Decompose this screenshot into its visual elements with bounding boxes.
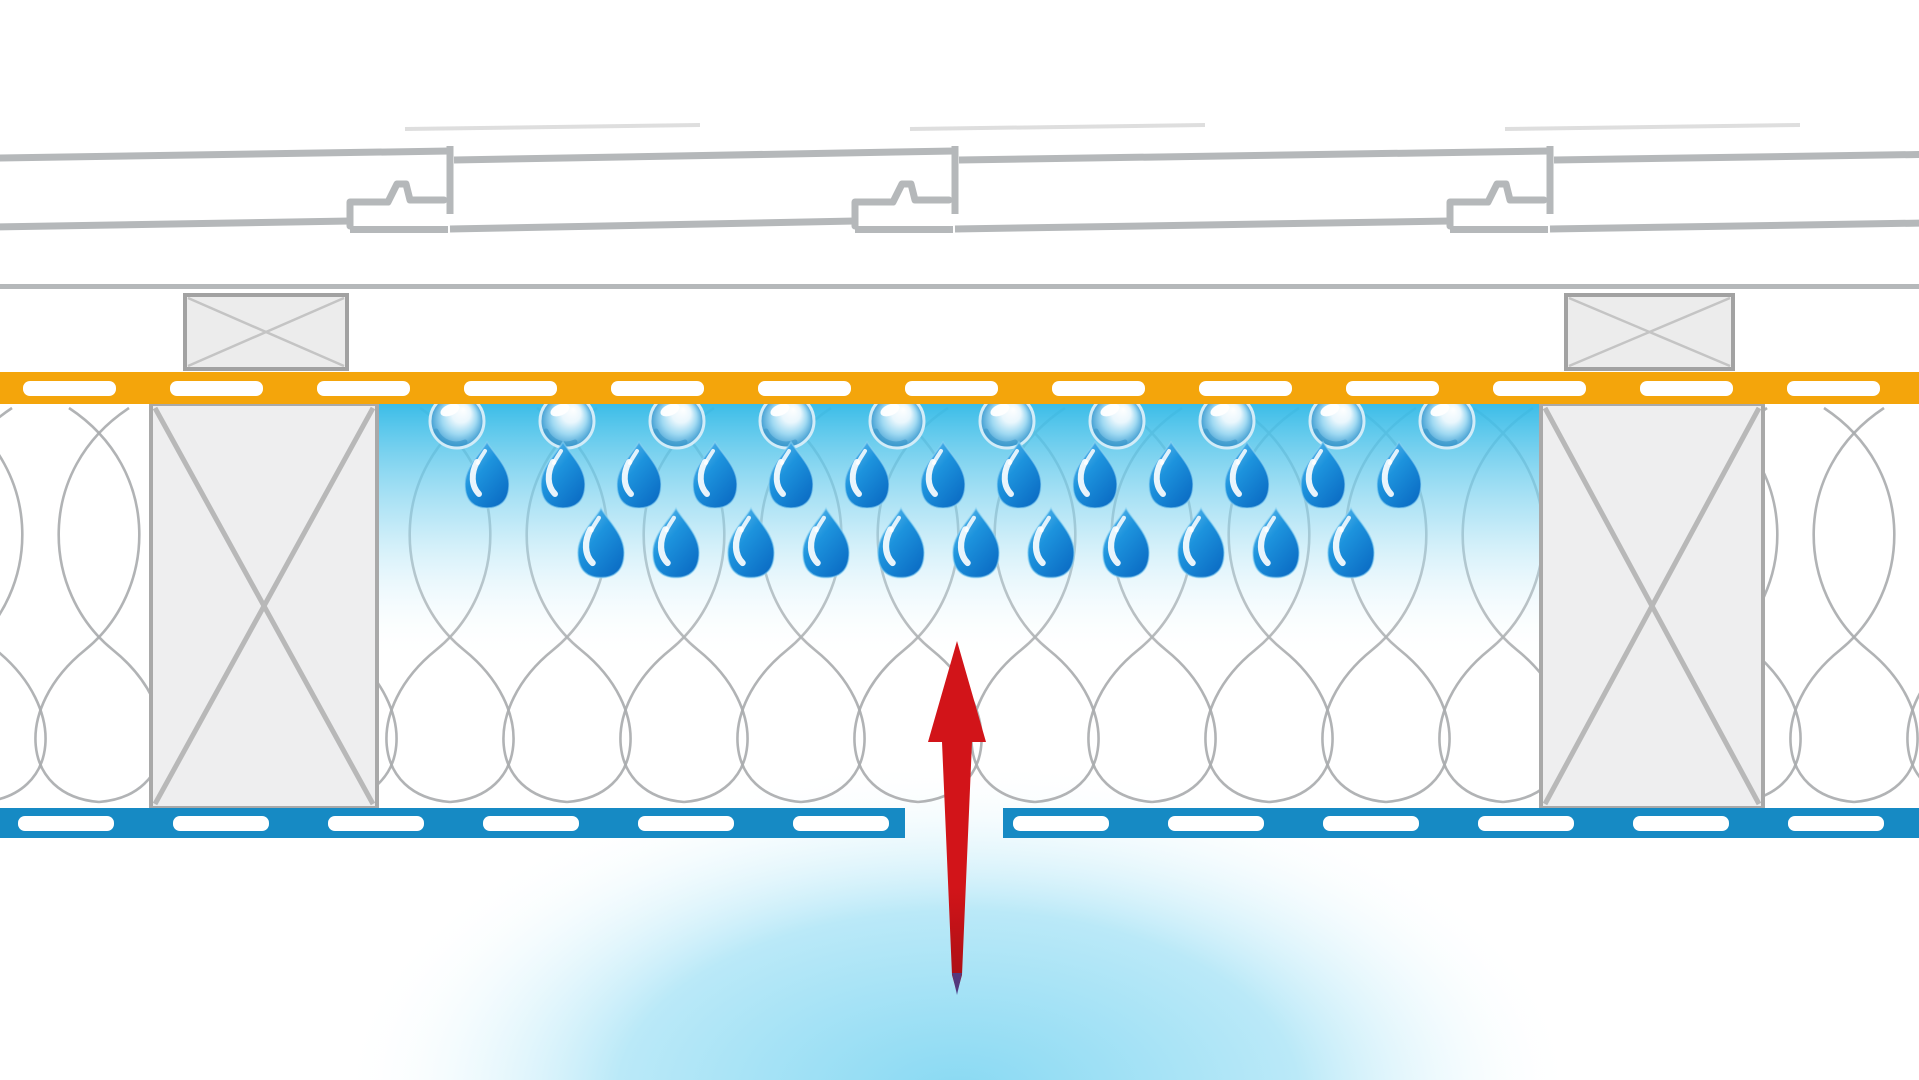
insulation-loop [1812,406,1919,804]
membrane-dash [905,381,998,396]
membrane-dash [464,381,557,396]
board-top-edge [0,147,450,162]
rafter [149,402,379,810]
board-bottom-edge [0,217,351,231]
membrane-dash [328,816,424,831]
board-top-edge [958,147,1550,164]
membrane-dash [1640,381,1733,396]
board-joint-tooth [1446,180,1548,230]
insulation-loop [57,406,164,804]
membrane-dash [1788,816,1884,831]
membrane-dash [793,816,889,831]
roof-board [1549,150,1919,233]
warm-air-arrow-tip [952,973,962,995]
board-joint-tooth [851,180,953,230]
roof-board [954,147,1550,233]
insulation-loop [0,406,47,800]
rafter-cross-line [152,406,376,806]
board-joint [851,123,1206,230]
bottom-membrane-segment [1003,808,1919,838]
membrane-dash [758,381,851,396]
membrane-dash [170,381,263,396]
membrane-dash [1346,381,1439,396]
membrane-dash [1787,381,1880,396]
membrane-dash [317,381,410,396]
membrane-dash [23,381,116,396]
board-bottom-edge [954,217,1451,233]
membrane-dash [1493,381,1586,396]
membrane-dash [1323,816,1419,831]
board-overlap-faint-line [404,123,701,131]
roof-board [449,147,955,233]
board-overlap-faint-line [1504,123,1801,131]
membrane-dash [1168,816,1264,831]
insulation-loop [1789,406,1896,804]
membrane-dash [1199,381,1292,396]
roof-boarding [0,123,1919,233]
membrane-dash [1013,816,1109,831]
rafter-cross-line [1542,406,1762,806]
membrane-dash [173,816,269,831]
membrane-dash [483,816,579,831]
ventilation-line [0,284,1919,289]
counter-batten-cross-line [187,296,345,368]
counter-batten-icon [1564,293,1735,371]
membrane-dash [1052,381,1145,396]
insulation-loop [34,406,141,804]
rafters [149,402,1765,810]
membrane-dash [611,381,704,396]
board-bottom-edge [1549,219,1919,233]
board-joint [1446,123,1801,230]
board-top-edge [453,147,955,164]
ventilation-gap-line [0,284,1919,289]
membrane-dash [638,816,734,831]
counter-battens [183,293,1735,371]
board-top-edge [1553,150,1919,164]
warm-air-arrow-icon [928,641,986,993]
warm-air-leak-arrow [928,641,986,995]
membrane-dash [1478,816,1574,831]
insulation-loop [0,454,24,616]
counter-batten-icon [183,293,349,371]
vapor-barrier-membrane [0,808,1919,838]
rafter [1539,402,1765,810]
roof-board [0,147,450,233]
board-bottom-edge [449,217,856,233]
vapor-permeable-membrane [0,372,1919,404]
board-joint [346,123,701,230]
bottom-membrane-segment [0,808,905,838]
membrane-dash [18,816,114,831]
insulation-loop [1906,692,1919,779]
board-overlap-faint-line [909,123,1206,131]
board-joint-tooth [346,180,448,230]
counter-batten-cross-line [1568,296,1731,368]
membrane-dash [1633,816,1729,831]
